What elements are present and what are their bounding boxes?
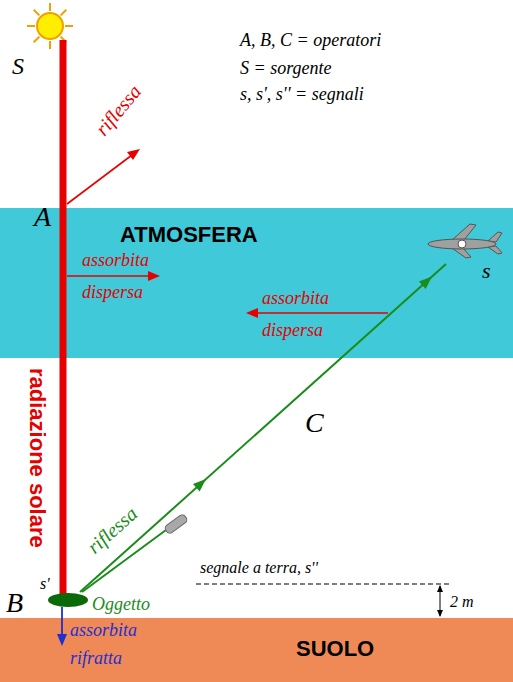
dimension-mark [437,585,443,617]
object-label: Oggetto [92,594,150,616]
operator-letter: B [6,586,23,620]
solar-beam [60,40,67,596]
absorbed-arrow [67,271,160,281]
band-title: ATMOSFERA [120,222,258,248]
atmosphere-band: ATMOSFERA [0,208,513,358]
key-line: s, s', s'' = segnali [240,84,364,106]
reflected-label: riflessa [90,80,146,141]
source-letter: S [12,52,24,81]
height-reference-line [196,584,452,585]
reflected-arrow [67,149,140,204]
band-title: SUOLO [296,636,374,662]
reflected-signal-line [80,264,446,592]
operator-letter: A [34,200,51,234]
ground-signal-line [82,513,188,592]
refracted-arrow [57,607,67,646]
beam-label: radiazione solare [24,368,50,548]
signal-letter: s' [40,574,50,593]
ground-signal-label: segnale a terra, s'' [200,558,318,577]
reflected-label: riflessa [82,501,142,558]
signal-letter: s [482,258,491,284]
ground-band: SUOLO [0,618,513,682]
key-line: S = sorgente [240,58,331,80]
absorbed-arrow [246,308,388,318]
operator-letter: C [305,406,324,440]
key-line: A, B, C = operatori [240,30,381,52]
refracted-label: assorbita rifratta [70,616,137,672]
object-symbol [48,593,88,607]
dimension-label: 2 m [450,592,474,611]
airplane-symbol [428,224,502,258]
absorbed-label: assorbita dispersa [262,282,329,346]
